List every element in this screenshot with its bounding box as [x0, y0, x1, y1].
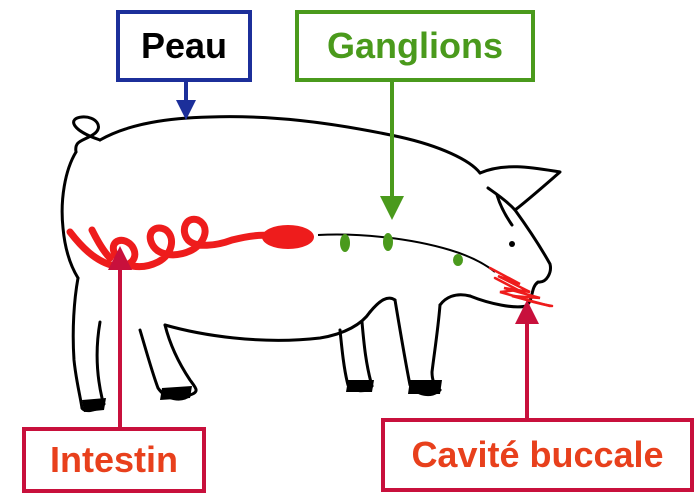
- skin-label: Peau: [116, 10, 252, 82]
- hooves: [82, 380, 442, 412]
- lymph-node-2: [383, 233, 393, 251]
- mouth-marking: [490, 268, 552, 306]
- skin-label-text: Peau: [141, 25, 227, 67]
- arrow-intestine: [108, 246, 132, 427]
- oral-cavity-label: Cavité buccale: [381, 418, 694, 492]
- pig-eye: [509, 241, 515, 247]
- lymph-node-3: [453, 254, 463, 266]
- lymph-nodes-label: Ganglions: [295, 10, 535, 82]
- arrow-lymph-nodes: [380, 82, 404, 220]
- stomach: [262, 225, 314, 249]
- lymph-node-chain: [318, 233, 495, 272]
- lymph-nodes-label-text: Ganglions: [327, 25, 503, 67]
- digestive-tract: [70, 219, 272, 266]
- oral-cavity-label-text: Cavité buccale: [411, 434, 663, 476]
- intestine-label-text: Intestin: [50, 439, 178, 481]
- intestine-label: Intestin: [22, 427, 206, 493]
- lymph-node-1: [340, 234, 350, 252]
- arrow-oral-cavity: [515, 300, 539, 418]
- arrow-skin: [176, 82, 196, 120]
